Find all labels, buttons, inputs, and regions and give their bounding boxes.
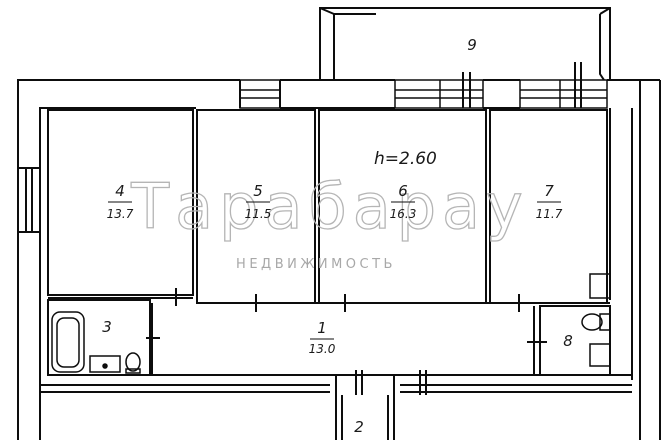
room-3-number: 3 <box>102 318 112 336</box>
balcony-outline <box>319 7 611 108</box>
room-label-4: 4 13.7 <box>107 182 134 221</box>
window-top-3 <box>519 79 608 109</box>
sink-icon <box>89 355 121 373</box>
room-6-number: 6 <box>398 182 408 200</box>
room-7-area: 11.7 <box>536 207 563 221</box>
room-label-5: 5 11.5 <box>245 182 272 221</box>
door-markers <box>146 288 547 395</box>
room-6-area: 16.3 <box>390 207 417 221</box>
interior-walls <box>40 109 632 440</box>
room-9-number: 9 <box>467 36 477 54</box>
watermark-subtitle: НЕДВИЖИМОСТЬ <box>236 257 396 272</box>
ceiling-height-label: h=2.60 <box>374 149 437 169</box>
room-8-number: 8 <box>563 332 573 350</box>
bathtub-icon <box>51 311 85 373</box>
room-label-7: 7 11.7 <box>536 182 563 221</box>
room-2-number: 2 <box>354 418 364 436</box>
room-1-area: 13.0 <box>309 342 336 356</box>
room-5-area: 11.5 <box>245 207 272 221</box>
room-7-number: 7 <box>544 182 554 200</box>
toilet-icon <box>125 352 141 374</box>
watermark-logo: Тарабарау <box>130 170 528 243</box>
room-4-area: 13.7 <box>107 207 134 221</box>
room-label-6: 6 16.3 <box>390 182 417 221</box>
room-label-1: 1 13.0 <box>309 319 336 356</box>
window-top-1 <box>239 79 281 109</box>
window-top-2 <box>394 79 484 109</box>
room-1-number: 1 <box>317 319 327 337</box>
watermark: Тарабарау НЕДВИЖИМОСТЬ <box>130 169 528 272</box>
room-4-number: 4 <box>115 182 125 200</box>
room8-fixtures <box>581 273 611 367</box>
room-5-number: 5 <box>253 182 263 200</box>
